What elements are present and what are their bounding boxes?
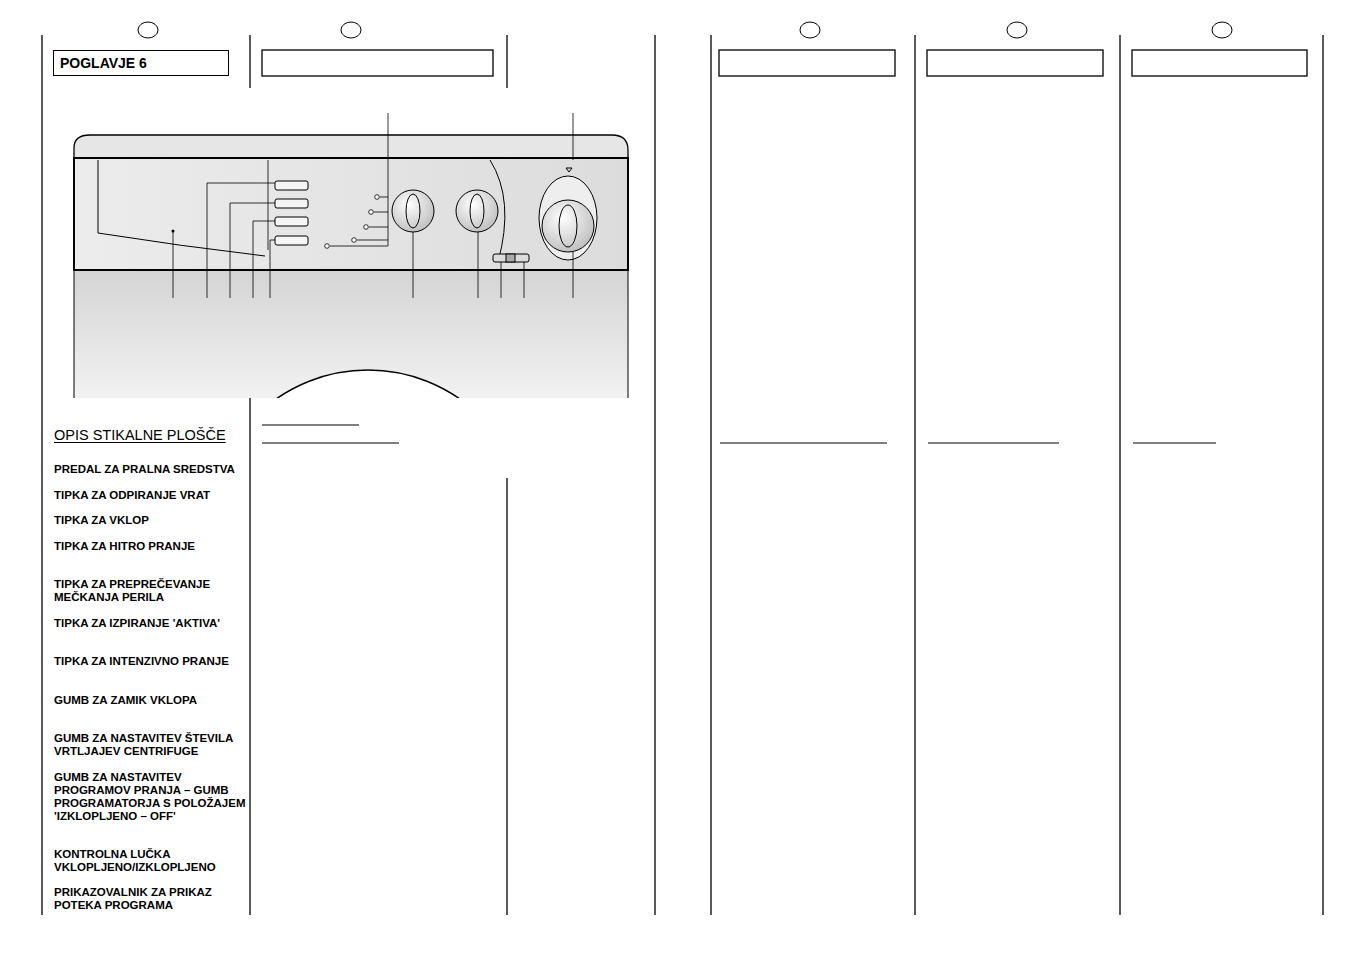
empty-underlines (262, 425, 1216, 443)
panel-item-label: TIPKA ZA ODPIRANJE VRAT (54, 489, 246, 502)
panel-item-label: TIPKA ZA IZPIRANJE 'AKTIVA' (54, 617, 246, 630)
section-heading: OPIS STIKALNE PLOŠČE (54, 427, 244, 444)
chapter-title: POGLAVJE 6 (60, 54, 222, 72)
panel-item-label: GUMB ZA ZAMIK VKLOPA (54, 694, 246, 707)
panel-item-label: PREDAL ZA PRALNA SREDSTVA (54, 463, 246, 476)
washing-machine-panel (74, 113, 628, 690)
panel-item-label: TIPKA ZA HITRO PRANJE (54, 540, 246, 553)
panel-item-label: TIPKA ZA INTENZIVNO PRANJE (54, 655, 246, 668)
panel-item-label: TIPKA ZA VKLOP (54, 514, 246, 527)
panel-item-label: KONTROLNA LUČKA VKLOPLJENO/IZKLOPLJENO (54, 848, 229, 874)
column-rules (42, 35, 1323, 915)
panel-item-label: TIPKA ZA PREPREČEVANJE MEČKANJA PERILA (54, 578, 239, 604)
chapter-heading-box: POGLAVJE 6 (53, 50, 229, 76)
panel-item-label: GUMB ZA NASTAVITEV ŠTEVILA VRTLJAJEV CEN… (54, 732, 242, 758)
panel-item-label: GUMB ZA NASTAVITEV PROGRAMOV PRANJA – GU… (54, 771, 246, 823)
empty-heading-boxes (262, 50, 1307, 76)
language-circles (138, 22, 1232, 38)
panel-item-label: PRIKAZOVALNIK ZA PRIKAZ POTEKA PROGRAMA (54, 886, 229, 912)
